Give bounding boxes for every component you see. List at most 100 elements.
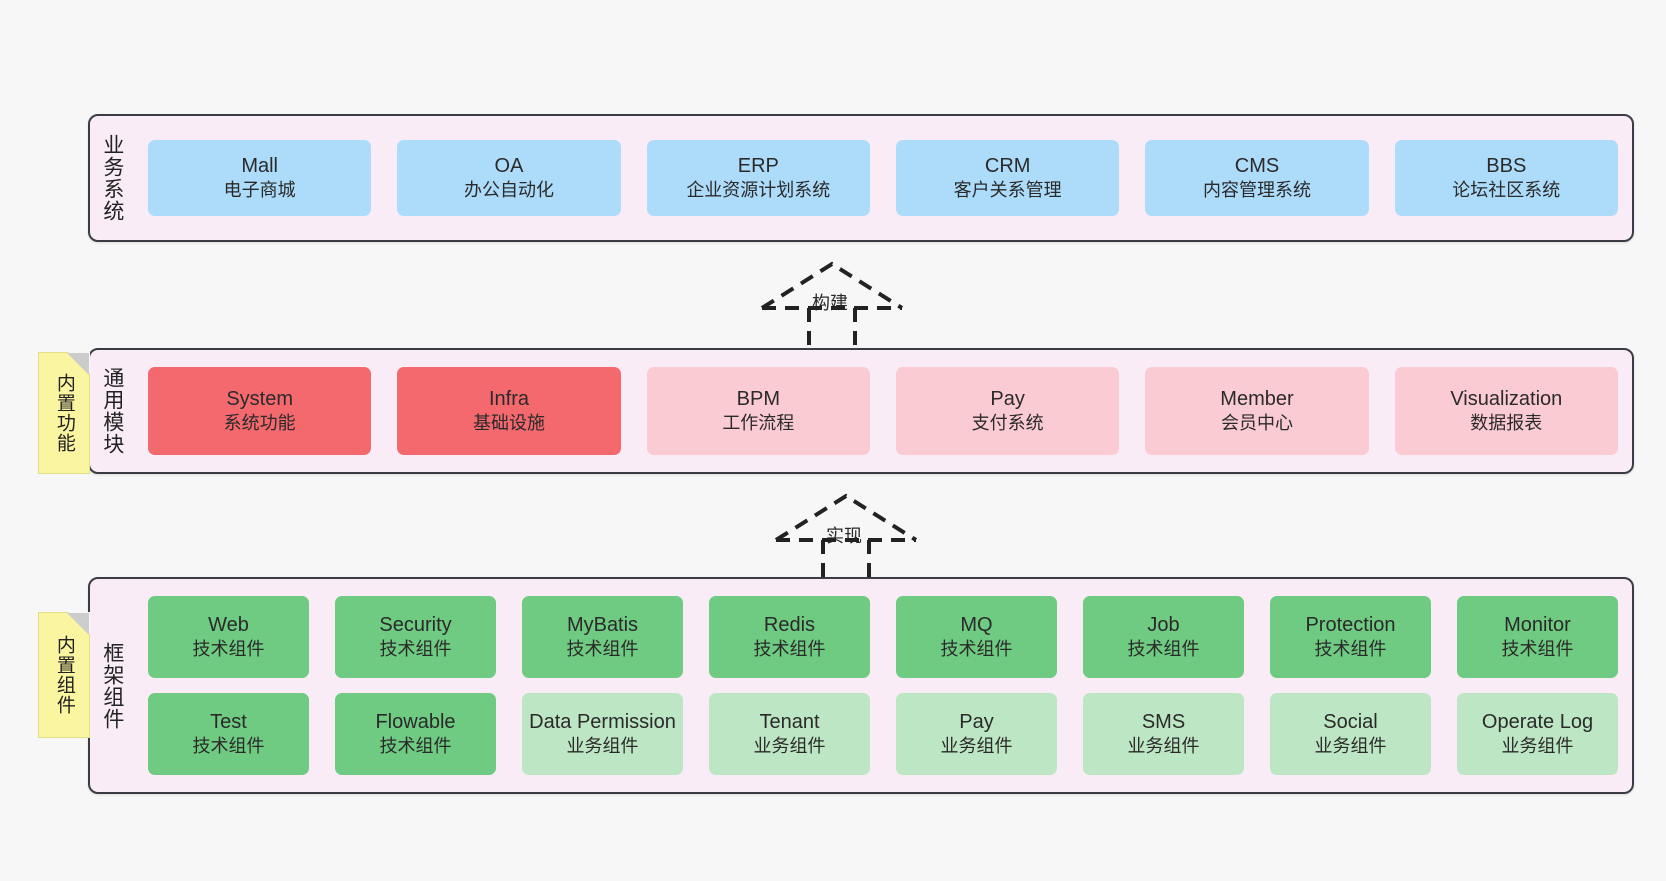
card-title: Tenant — [759, 711, 820, 734]
card-subtitle: 技术组件 — [1127, 639, 1200, 660]
card-social[interactable]: Social 业务组件 — [1270, 693, 1431, 775]
card-subtitle: 基础设施 — [472, 413, 545, 434]
layer-label-common-module: 通用模块 — [100, 367, 124, 455]
connector-implement-arrow — [766, 490, 926, 580]
card-subtitle: 技术组件 — [753, 639, 826, 660]
card-title: Visualization — [1450, 388, 1563, 411]
card-subtitle: 业务组件 — [1501, 736, 1574, 757]
card-title: CMS — [1234, 155, 1280, 178]
card-visualization[interactable]: Visualization 数据报表 — [1394, 367, 1618, 455]
card-title: BBS — [1486, 155, 1527, 178]
card-row: System 系统功能 Infra 基础设施 BPM 工作流程 Pay 支付系统… — [148, 367, 1618, 455]
card-row: Test 技术组件 Flowable 技术组件 Data Permission … — [148, 693, 1618, 775]
card-title: Pay — [959, 711, 994, 734]
card-title: CRM — [984, 155, 1031, 178]
card-title: MQ — [960, 614, 993, 637]
card-test[interactable]: Test 技术组件 — [148, 693, 309, 775]
card-subtitle: 业务组件 — [940, 736, 1013, 757]
card-row: Mall 电子商城 OA 办公自动化 ERP 企业资源计划系统 CRM 客户关系… — [148, 140, 1618, 216]
card-title: Redis — [763, 614, 816, 637]
card-title: Pay — [990, 388, 1025, 411]
card-flowable[interactable]: Flowable 技术组件 — [335, 693, 496, 775]
card-subtitle: 电子商城 — [223, 180, 296, 201]
card-erp[interactable]: ERP 企业资源计划系统 — [646, 140, 870, 216]
card-sms[interactable]: SMS 业务组件 — [1083, 693, 1244, 775]
card-security[interactable]: Security 技术组件 — [335, 596, 496, 678]
layer-business-system: 业务系统 Mall 电子商城 OA 办公自动化 ERP 企业资源计划系统 CRM… — [88, 114, 1634, 242]
card-cms[interactable]: CMS 内容管理系统 — [1145, 140, 1369, 216]
card-subtitle: 会员中心 — [1220, 413, 1293, 434]
card-subtitle: 技术组件 — [192, 639, 265, 660]
layer-label-business-system: 业务系统 — [100, 134, 124, 222]
card-row: Web 技术组件 Security 技术组件 MyBatis 技术组件 Redi… — [148, 596, 1618, 678]
card-operate-log[interactable]: Operate Log 业务组件 — [1457, 693, 1618, 775]
sticky-note-builtin-features[interactable]: 内置功能 — [38, 352, 90, 474]
card-mall[interactable]: Mall 电子商城 — [148, 140, 372, 216]
card-title: BPM — [736, 388, 780, 411]
card-pay-component[interactable]: Pay 业务组件 — [896, 693, 1057, 775]
card-subtitle: 技术组件 — [379, 639, 452, 660]
card-crm[interactable]: CRM 客户关系管理 — [895, 140, 1120, 216]
card-title: Test — [210, 711, 247, 734]
sticky-note-builtin-components[interactable]: 内置组件 — [38, 612, 90, 738]
layer-body-business-system: Mall 电子商城 OA 办公自动化 ERP 企业资源计划系统 CRM 客户关系… — [134, 116, 1632, 240]
card-subtitle: 技术组件 — [566, 639, 639, 660]
card-title: Operate Log — [1481, 711, 1594, 734]
card-web[interactable]: Web 技术组件 — [148, 596, 309, 678]
card-title: Infra — [488, 388, 529, 411]
card-job[interactable]: Job 技术组件 — [1083, 596, 1244, 678]
card-subtitle: 技术组件 — [379, 736, 452, 757]
card-title: SMS — [1141, 711, 1186, 734]
card-title: Social — [1323, 711, 1378, 734]
card-title: Data Permission — [529, 711, 676, 734]
card-title: Flowable — [375, 711, 456, 734]
card-monitor[interactable]: Monitor 技术组件 — [1457, 596, 1618, 678]
card-mq[interactable]: MQ 技术组件 — [896, 596, 1057, 678]
layer-body-common-module: System 系统功能 Infra 基础设施 BPM 工作流程 Pay 支付系统… — [134, 350, 1632, 472]
card-system[interactable]: System 系统功能 — [148, 367, 372, 455]
card-title: Security — [379, 614, 452, 637]
card-title: OA — [494, 155, 524, 178]
card-subtitle: 内容管理系统 — [1202, 180, 1311, 201]
layer-framework-component: 框架组件 Web 技术组件 Security 技术组件 MyBatis 技术组件… — [88, 577, 1634, 794]
card-oa[interactable]: OA 办公自动化 — [397, 140, 621, 216]
card-title: Monitor — [1504, 614, 1571, 637]
card-title: Job — [1147, 614, 1180, 637]
card-subtitle: 工作流程 — [722, 413, 795, 434]
card-tenant[interactable]: Tenant 业务组件 — [709, 693, 870, 775]
layer-common-module: 通用模块 System 系统功能 Infra 基础设施 BPM 工作流程 Pay… — [88, 348, 1634, 474]
card-title: System — [226, 388, 293, 411]
card-bbs[interactable]: BBS 论坛社区系统 — [1394, 140, 1618, 216]
card-subtitle: 业务组件 — [566, 736, 639, 757]
card-title: Protection — [1305, 614, 1396, 637]
card-title: Mall — [241, 155, 278, 178]
card-subtitle: 业务组件 — [753, 736, 826, 757]
card-mybatis[interactable]: MyBatis 技术组件 — [522, 596, 683, 678]
card-subtitle: 办公自动化 — [463, 180, 554, 201]
card-title: MyBatis — [566, 614, 639, 637]
card-redis[interactable]: Redis 技术组件 — [709, 596, 870, 678]
card-member[interactable]: Member 会员中心 — [1145, 367, 1369, 455]
card-subtitle: 技术组件 — [192, 736, 265, 757]
card-subtitle: 支付系统 — [971, 413, 1044, 434]
card-subtitle: 客户关系管理 — [953, 180, 1062, 201]
card-subtitle: 论坛社区系统 — [1452, 180, 1561, 201]
card-pay[interactable]: Pay 支付系统 — [895, 367, 1120, 455]
card-subtitle: 技术组件 — [940, 639, 1013, 660]
card-bpm[interactable]: BPM 工作流程 — [646, 367, 870, 455]
card-subtitle: 企业资源计划系统 — [686, 180, 831, 201]
card-title: Member — [1220, 388, 1294, 411]
layer-label-framework-component: 框架组件 — [100, 641, 124, 730]
card-data-permission[interactable]: Data Permission 业务组件 — [522, 693, 683, 775]
card-protection[interactable]: Protection 技术组件 — [1270, 596, 1431, 678]
card-title: Web — [208, 614, 249, 637]
generalization-arrow-icon — [760, 261, 904, 348]
card-title: ERP — [737, 155, 779, 178]
layer-body-framework-component: Web 技术组件 Security 技术组件 MyBatis 技术组件 Redi… — [134, 579, 1632, 792]
card-infra[interactable]: Infra 基础设施 — [397, 367, 621, 455]
connector-build-arrow — [752, 258, 912, 348]
generalization-arrow-icon — [774, 493, 918, 580]
card-subtitle: 技术组件 — [1501, 639, 1574, 660]
card-subtitle: 系统功能 — [223, 413, 296, 434]
card-subtitle: 业务组件 — [1127, 736, 1200, 757]
